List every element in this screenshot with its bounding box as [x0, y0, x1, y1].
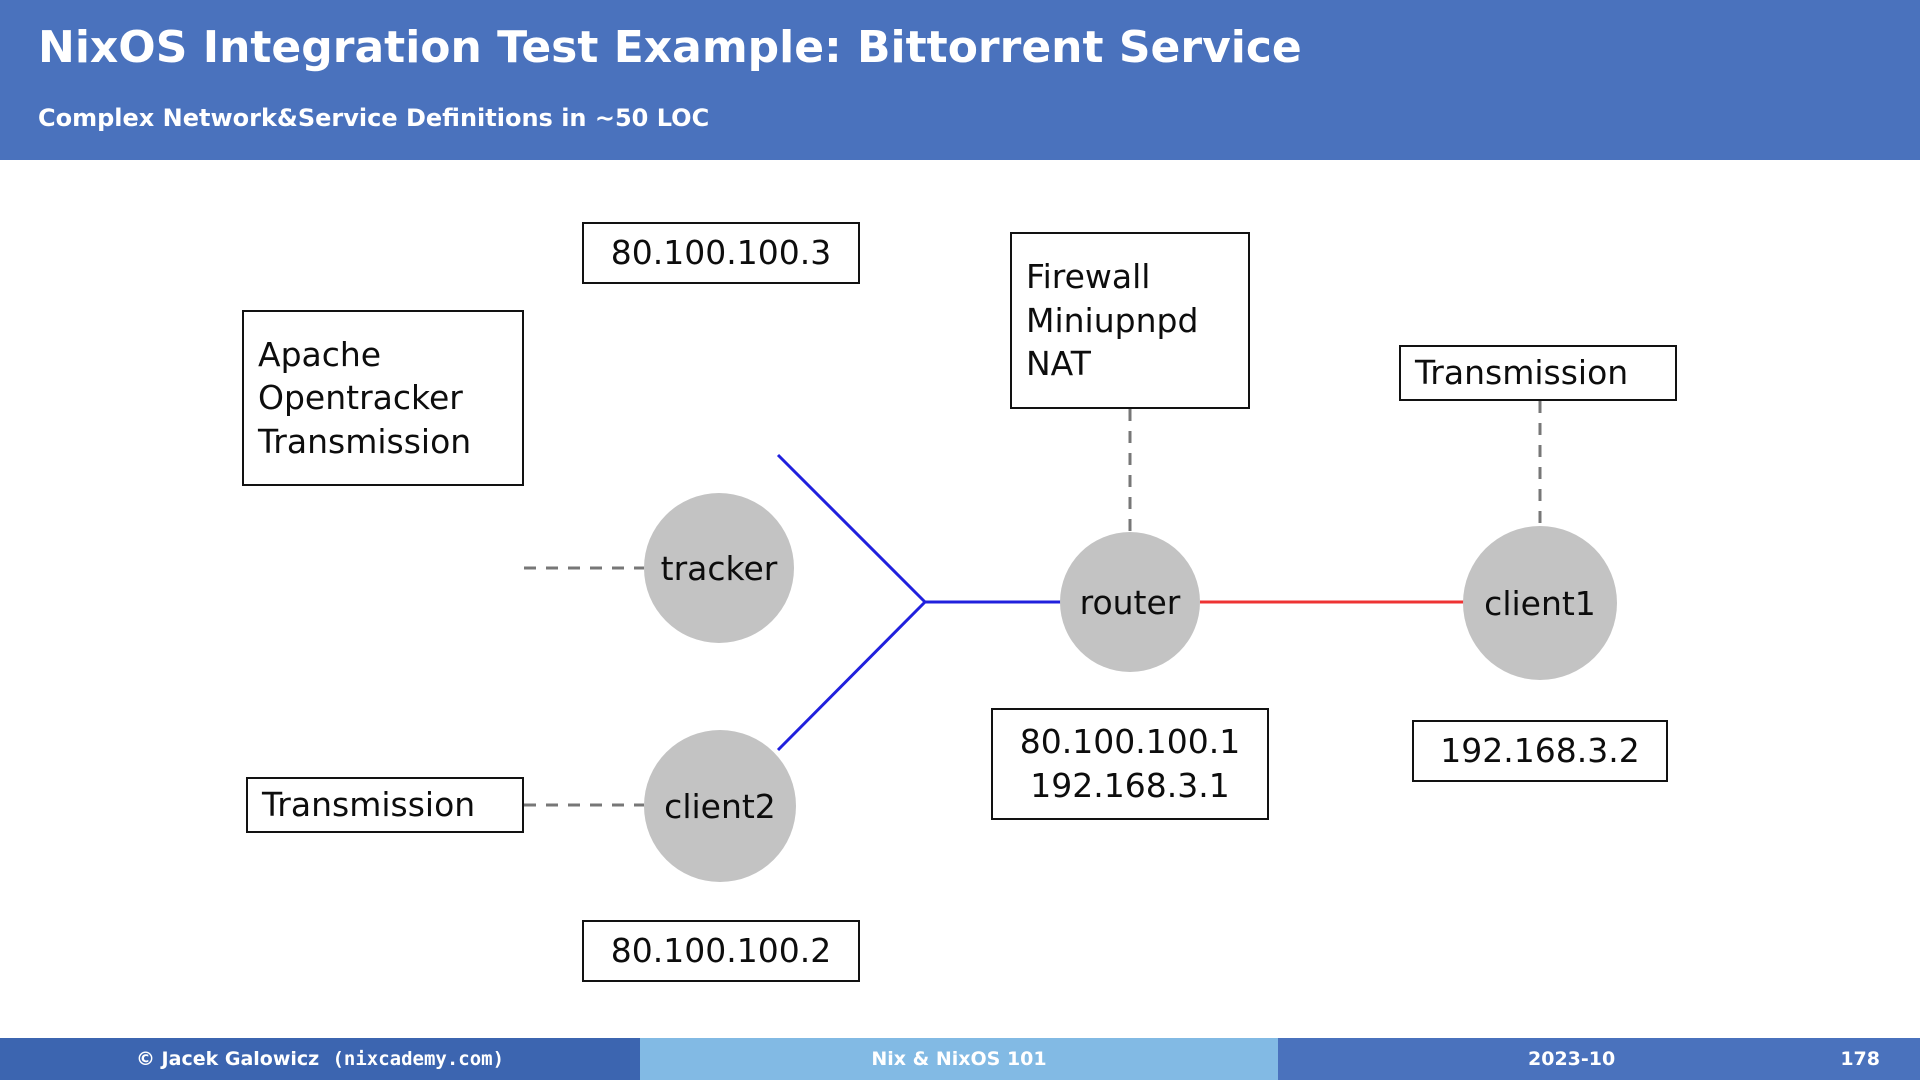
client1-service-transmission: Transmission: [1415, 353, 1629, 393]
box-client2-address: 80.100.100.2: [582, 920, 860, 982]
footer-copyright: © Jacek Galowicz: [135, 1048, 320, 1070]
client2-service-transmission: Transmission: [262, 785, 476, 825]
edge-client2-junction: [776, 600, 927, 752]
box-tracker-services: Apache Opentracker Transmission: [242, 310, 524, 486]
diagram-edges: [524, 401, 1542, 807]
tracker-service-transmission: Transmission: [258, 421, 472, 461]
node-client1-label: client1: [1484, 583, 1596, 623]
box-client1-services: Transmission: [1399, 345, 1677, 401]
node-client1[interactable]: client1: [1463, 526, 1617, 680]
tracker-service-opentracker: Opentracker: [258, 378, 463, 418]
box-tracker-address: 80.100.100.3: [582, 222, 860, 284]
footer-website[interactable]: (nixcademy.com): [332, 1048, 505, 1070]
box-router-address: 80.100.100.1 192.168.3.1: [991, 708, 1269, 820]
slide-header-band: NixOS Integration Test Example: Bittorre…: [0, 0, 1920, 160]
footer-copyright-segment: © Jacek Galowicz (nixcademy.com): [0, 1038, 640, 1080]
edge-tracker-junction: [776, 453, 927, 604]
router-service-firewall: Firewall: [1026, 257, 1151, 297]
node-router[interactable]: router: [1060, 532, 1200, 672]
network-diagram: tracker client2 router client1 Apache Op…: [0, 160, 1920, 1030]
box-router-services: Firewall Miniupnpd NAT: [1010, 232, 1250, 409]
client1-ip: 192.168.3.2: [1440, 731, 1640, 771]
router-service-nat: NAT: [1026, 344, 1091, 384]
page-subtitle: Complex Network&Service Definitions in ∼…: [38, 104, 710, 132]
router-service-miniupnpd: Miniupnpd: [1026, 300, 1199, 340]
router-ip-internal: 192.168.3.1: [1030, 766, 1230, 805]
slide-footer: © Jacek Galowicz (nixcademy.com) Nix & N…: [0, 1038, 1920, 1080]
router-ip-external: 80.100.100.1: [1019, 722, 1241, 762]
box-client1-address: 192.168.3.2: [1412, 720, 1668, 782]
page-title: NixOS Integration Test Example: Bittorre…: [38, 22, 1302, 73]
tracker-service-apache: Apache: [258, 334, 382, 374]
footer-course-title: Nix & NixOS 101: [871, 1048, 1047, 1070]
node-tracker-label: tracker: [660, 548, 778, 588]
footer-course-segment: Nix & NixOS 101: [640, 1038, 1278, 1080]
client2-ip: 80.100.100.2: [610, 931, 832, 971]
node-client2[interactable]: client2: [644, 730, 796, 882]
node-router-label: router: [1079, 582, 1181, 622]
node-client2-label: client2: [664, 786, 776, 826]
tracker-ip: 80.100.100.3: [610, 233, 832, 273]
footer-page-number: 178: [1840, 1048, 1880, 1070]
footer-date: 2023-10: [1528, 1048, 1616, 1070]
footer-meta-segment: 2023-10 178: [1278, 1038, 1920, 1080]
node-tracker[interactable]: tracker: [644, 493, 794, 643]
box-client2-services: Transmission: [246, 777, 524, 833]
